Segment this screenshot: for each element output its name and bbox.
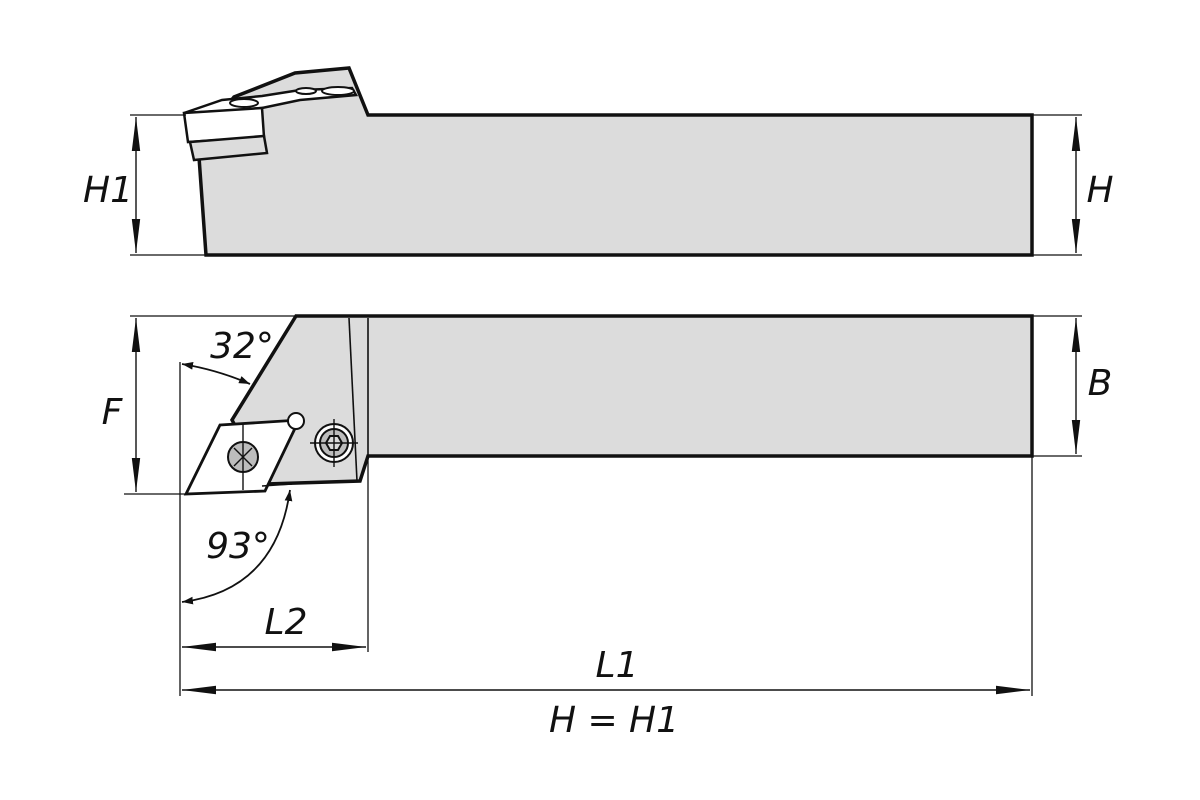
clamp-screw-head bbox=[321, 86, 355, 96]
h-equals-h1-note: H = H1 bbox=[549, 700, 679, 741]
b-label: B bbox=[1088, 363, 1113, 404]
angle-93-arc bbox=[181, 489, 293, 605]
clamp-hole bbox=[229, 98, 259, 108]
l1-label: L1 bbox=[596, 645, 639, 686]
l2-label: L2 bbox=[265, 602, 308, 643]
top-view-body bbox=[229, 314, 1034, 486]
h1-label: H1 bbox=[83, 170, 133, 211]
f-label: F bbox=[102, 392, 124, 433]
side-view-shim bbox=[188, 134, 269, 162]
angle-32-label: 32° bbox=[210, 326, 274, 367]
insert-seat-line bbox=[261, 483, 293, 487]
top-view bbox=[183, 314, 1034, 496]
locating-pin bbox=[287, 412, 305, 430]
side-view bbox=[182, 66, 1034, 257]
head-edge-line bbox=[348, 317, 358, 482]
clamp-screw-top bbox=[295, 87, 317, 95]
angle-32-arc bbox=[181, 362, 251, 385]
h-label: H bbox=[1086, 170, 1113, 211]
angle-93-label: 93° bbox=[206, 526, 270, 567]
